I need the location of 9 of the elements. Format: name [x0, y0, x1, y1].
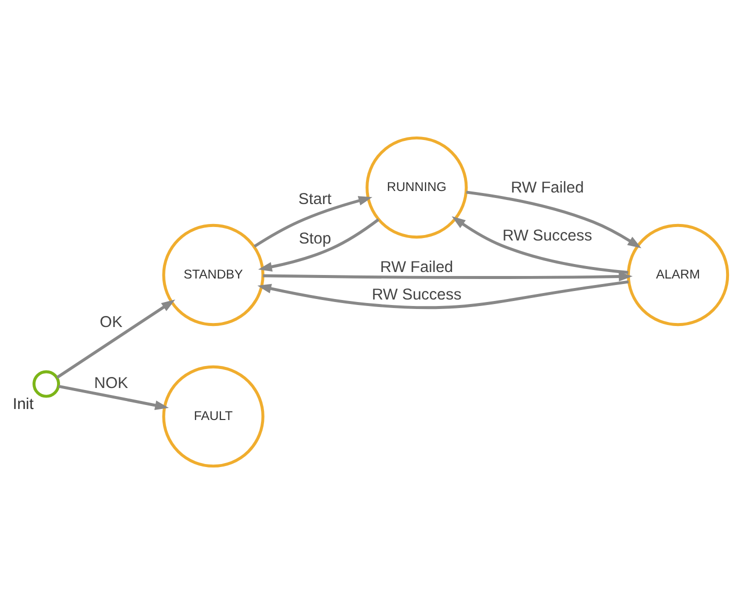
- edge-label: RW Success: [502, 226, 592, 244]
- edge-label: OK: [100, 313, 122, 330]
- edge-label: RW Failed: [380, 258, 454, 276]
- edge-label: Start: [298, 190, 332, 208]
- node-label: Init: [12, 395, 34, 412]
- edge-label: NOK: [94, 374, 128, 392]
- edge-label: RW Failed: [510, 178, 584, 196]
- edge-label: Stop: [298, 230, 332, 247]
- edge-label: RW Success: [372, 286, 462, 303]
